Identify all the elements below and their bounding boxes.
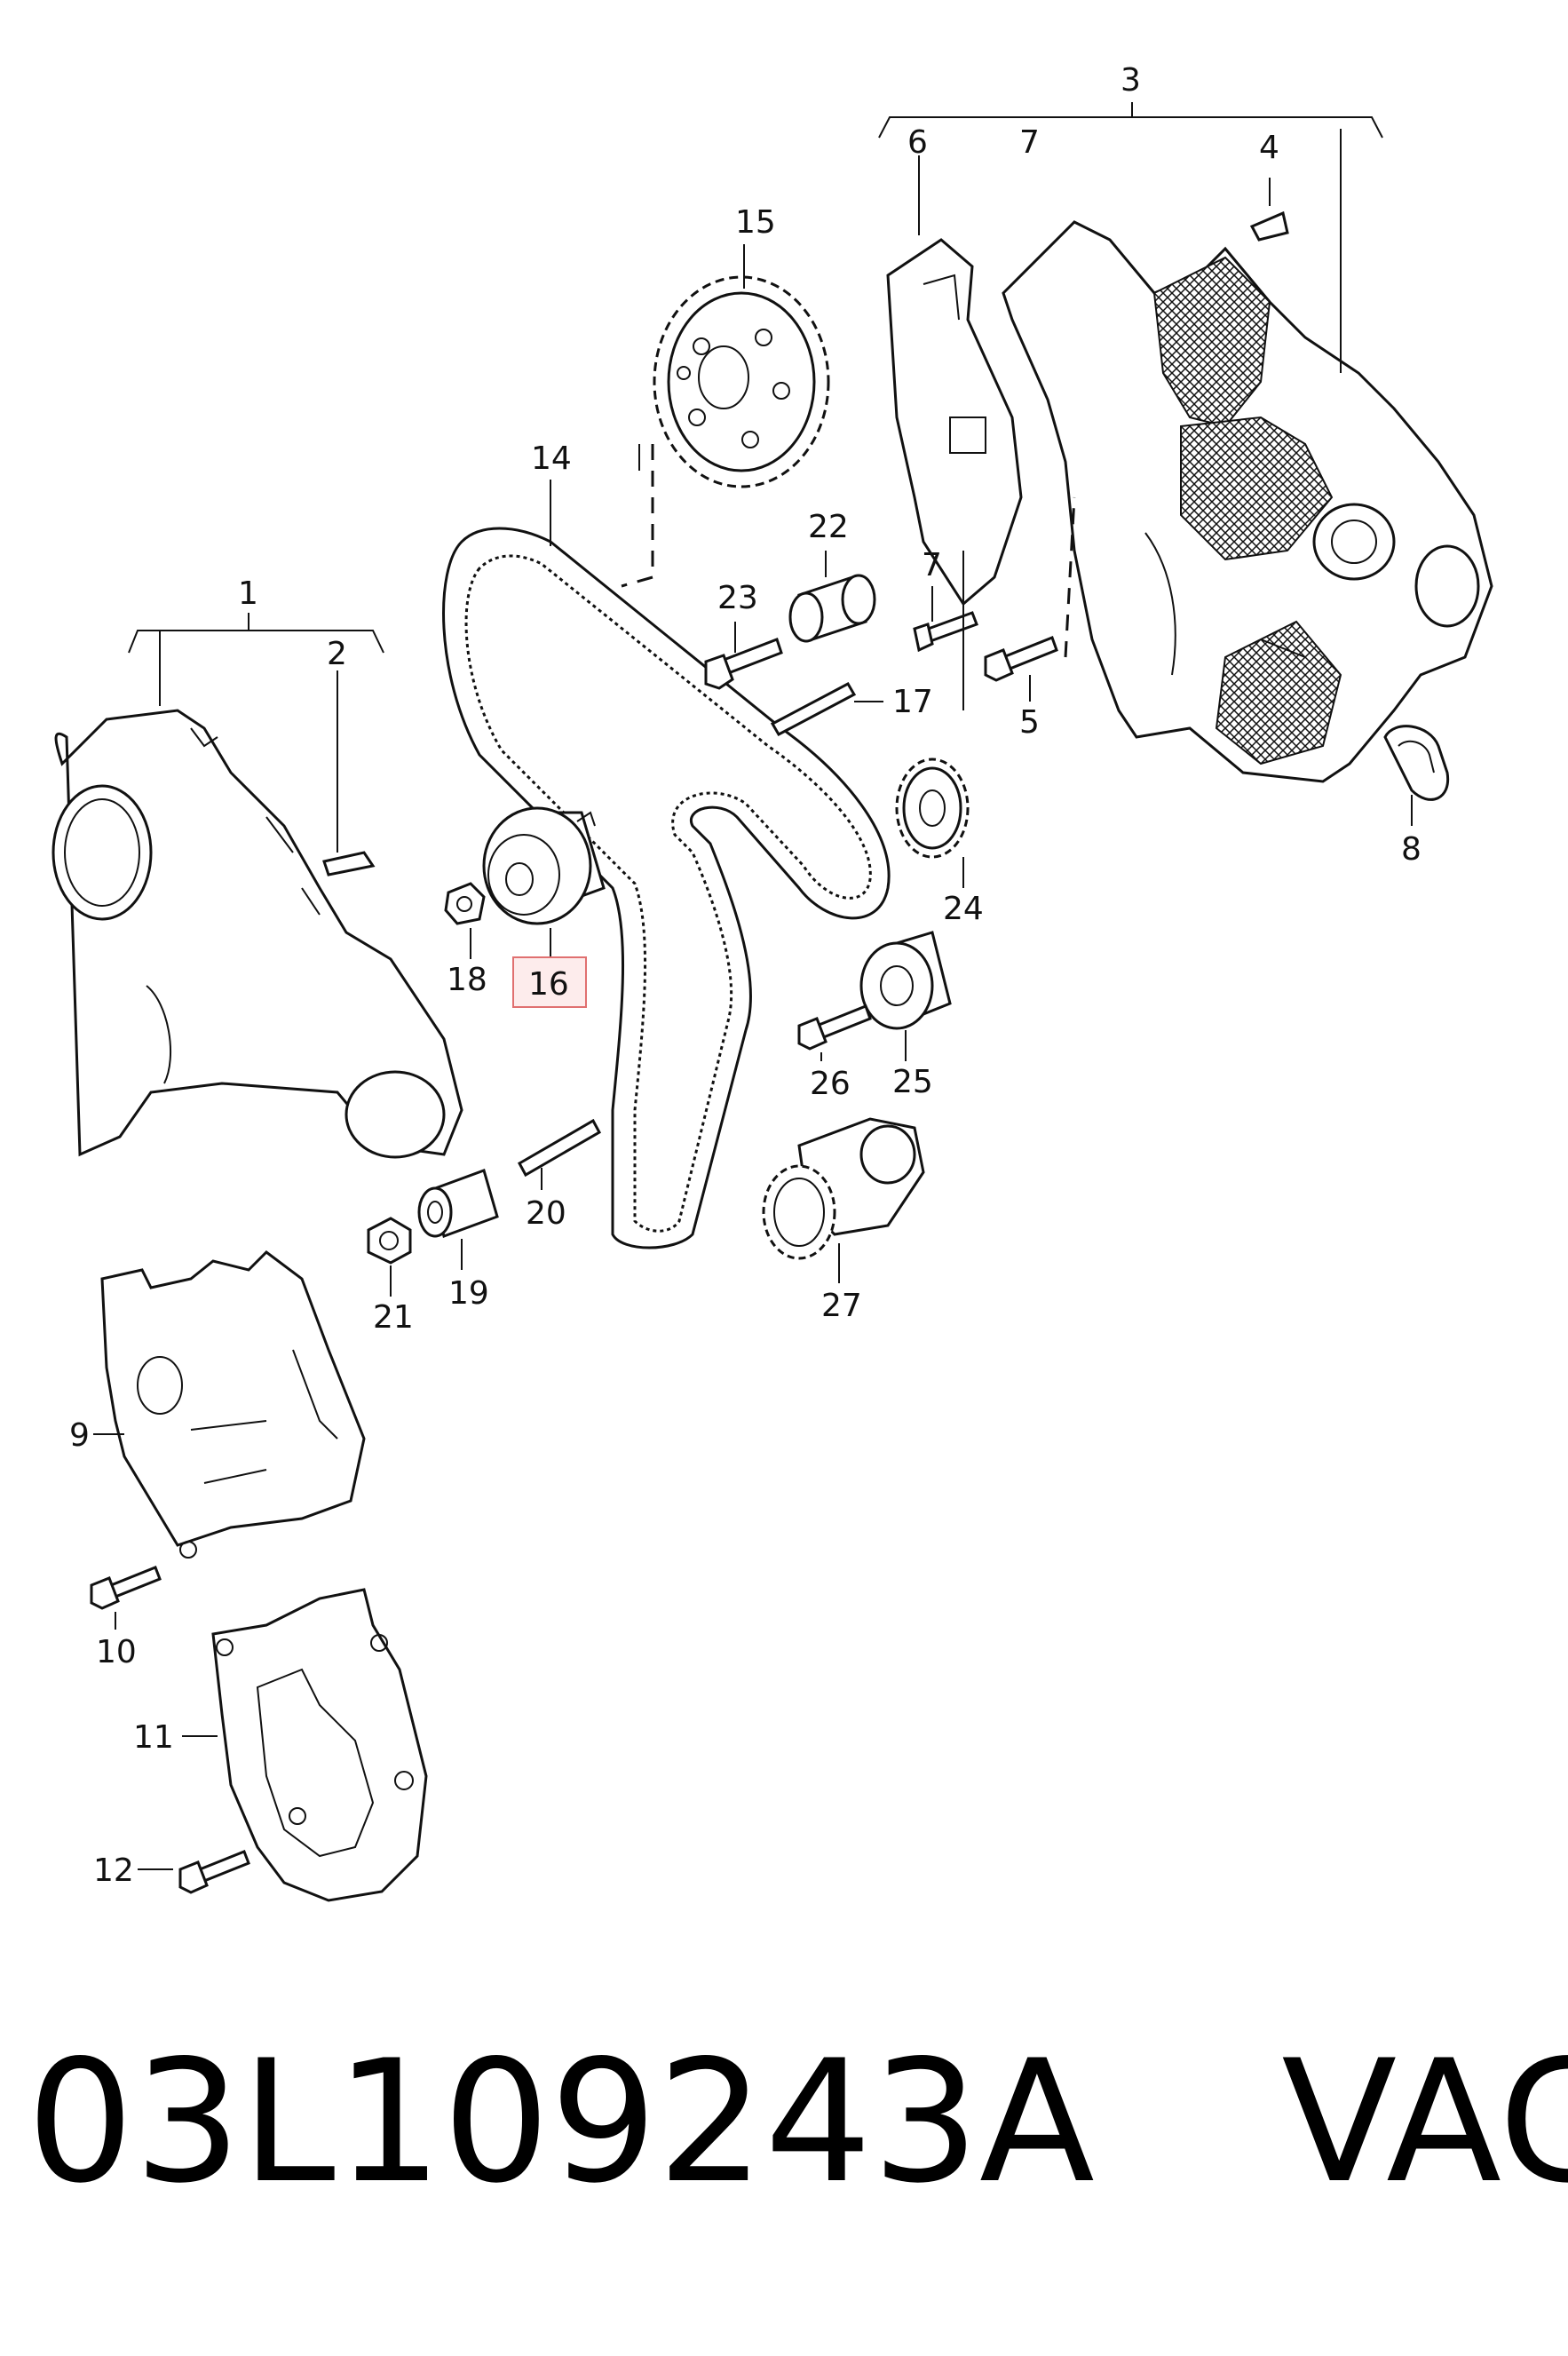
crankshaft-sprocket (895, 758, 970, 859)
callout-27[interactable]: 27 (821, 1288, 862, 1324)
rear-cover-plate (211, 1588, 428, 1902)
callout-17[interactable]: 17 (892, 684, 933, 720)
callout-19[interactable]: 19 (448, 1275, 489, 1312)
callout-7[interactable]: 7 (922, 547, 942, 583)
bolt-part-5 (984, 636, 1058, 682)
flange-nut-part-21 (367, 1217, 412, 1265)
callout-15[interactable]: 15 (735, 204, 776, 241)
stud-part-17 (770, 682, 857, 736)
callout-labels: 1 2 3 4 5 6 7 7 8 9 10 11 12 14 15 16 17… (69, 62, 1421, 1889)
callout-6[interactable]: 6 (907, 124, 928, 161)
timing-cover-upper-left (51, 709, 463, 1159)
bolt-part-23 (704, 638, 783, 690)
brand-name: VAG (1281, 2024, 1568, 2220)
nut-part-18 (444, 882, 486, 925)
callout-1[interactable]: 1 (238, 575, 258, 612)
grommet-part-8 (1383, 725, 1450, 801)
callout-24[interactable]: 24 (943, 891, 984, 927)
footer-caption: 03L109243A VAG (27, 2024, 1568, 2220)
water-pump (762, 1117, 925, 1260)
callout-18[interactable]: 18 (447, 962, 487, 998)
callout-26[interactable]: 26 (810, 1066, 851, 1102)
timing-belt-exploded-diagram: 1 2 3 4 5 6 7 7 8 9 10 11 12 14 15 16 17… (51, 62, 1493, 1902)
bolt-part-10 (90, 1566, 162, 1610)
callout-16[interactable]: 16 (528, 966, 569, 1003)
callout-25[interactable]: 25 (892, 1064, 933, 1100)
bushing-part-22 (788, 574, 876, 643)
clip-part-2 (322, 851, 376, 877)
bolt-part-7 (913, 611, 978, 653)
callout-12[interactable]: 12 (93, 1852, 134, 1889)
timing-belt (442, 527, 891, 1249)
callout-23[interactable]: 23 (717, 580, 758, 616)
callout-5[interactable]: 5 (1019, 704, 1040, 741)
leader-lines (93, 102, 1413, 1870)
part-number: 03L109243A (27, 2024, 1095, 2220)
callout-11[interactable]: 11 (133, 1719, 174, 1756)
callout-8[interactable]: 8 (1401, 831, 1421, 868)
callout-9[interactable]: 9 (69, 1417, 90, 1454)
callout-21[interactable]: 21 (373, 1299, 414, 1336)
tensioner-pulley (482, 806, 606, 925)
stud-part-20 (517, 1118, 602, 1178)
callout-20[interactable]: 20 (526, 1195, 566, 1232)
callout-22[interactable]: 22 (808, 509, 849, 545)
callout-14[interactable]: 14 (531, 440, 572, 477)
roller-part-19 (417, 1169, 499, 1238)
callout-7-top[interactable]: 7 (1019, 124, 1040, 161)
idler-pulley-part-25 (859, 931, 952, 1030)
timing-cover-upper-right (886, 210, 1493, 783)
callout-4[interactable]: 4 (1259, 130, 1279, 166)
bolt-part-26 (797, 1004, 872, 1051)
callout-3[interactable]: 3 (1121, 62, 1141, 99)
bolt-part-12 (178, 1850, 250, 1894)
camshaft-sprocket (653, 275, 830, 488)
highlight-box-16 (512, 956, 587, 1008)
callout-2[interactable]: 2 (327, 636, 347, 672)
callout-10[interactable]: 10 (96, 1634, 137, 1670)
timing-cover-middle (100, 1250, 366, 1559)
